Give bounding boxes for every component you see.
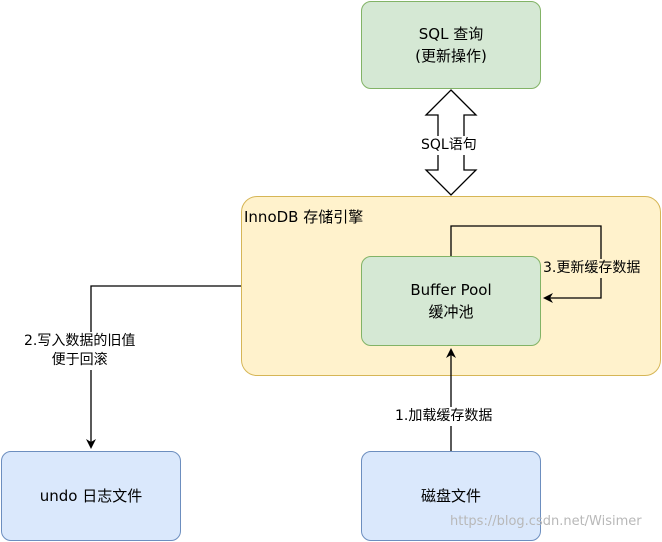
innodb-engine-title: InnoDB 存储引擎 <box>244 208 364 226</box>
buffer-pool-line2: 缓冲池 <box>428 303 474 321</box>
sql-query-line2: (更新操作) <box>415 47 487 65</box>
sql-query-line1: SQL 查询 <box>418 25 484 43</box>
update-cache-loop-arrow <box>450 225 602 303</box>
write-old-value-label: 2.写入数据的旧值 便于回滚 <box>24 332 136 370</box>
update-cache-label: 3.更新缓存数据 <box>543 259 641 278</box>
watermark: https://blog.csdn.net/Wisimer <box>450 514 642 529</box>
buffer-pool-line1: Buffer Pool <box>410 281 492 299</box>
undo-log-box: undo 日志文件 <box>1 451 181 541</box>
write-old-value-line2: 便于回滚 <box>51 352 108 368</box>
buffer-pool-box: Buffer Pool 缓冲池 <box>361 256 541 346</box>
undo-log-label: undo 日志文件 <box>39 487 143 505</box>
sql-statement-label: SQL语句 <box>421 136 477 155</box>
disk-file-label: 磁盘文件 <box>420 487 481 505</box>
write-old-value-arrow <box>86 285 241 449</box>
disk-file-box: 磁盘文件 <box>361 451 541 541</box>
write-old-value-line1: 2.写入数据的旧值 <box>24 333 136 349</box>
load-cache-label: 1.加载缓存数据 <box>395 407 493 426</box>
sql-query-box: SQL 查询 (更新操作) <box>361 1 541 89</box>
